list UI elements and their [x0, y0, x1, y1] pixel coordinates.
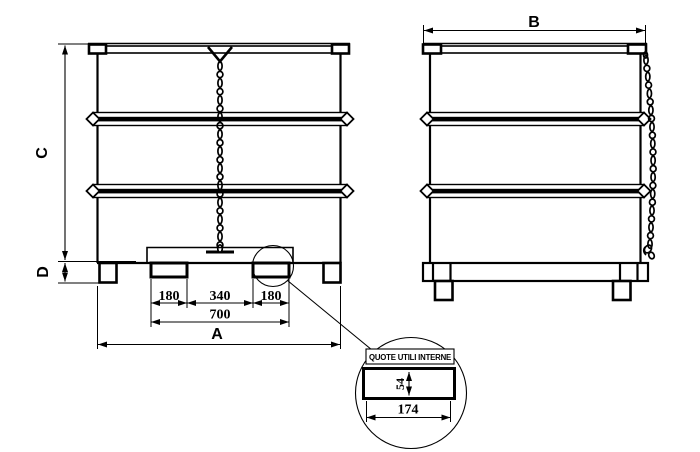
dim-a-label: A	[211, 326, 223, 343]
front-foot-left	[98, 261, 118, 284]
chain-side-attach	[642, 51, 649, 59]
dim-700: 700	[151, 308, 289, 325]
side-foot-right	[611, 279, 632, 302]
detail-balloon: QUOTE UTILI INTERNE 54 174	[354, 336, 468, 450]
detail-balloon-circle	[354, 336, 468, 450]
front-rim-cap-left	[87, 43, 108, 55]
front-foot-right	[322, 261, 342, 284]
dim-b-label: B	[528, 14, 540, 31]
dim-d: D	[35, 263, 104, 284]
dim-c-label: C	[34, 147, 51, 159]
dim-54: 54	[393, 372, 412, 396]
side-rib-lower	[419, 183, 652, 199]
detail-title: QUOTE UTILI INTERNE	[369, 353, 452, 362]
chain-front-end-hook	[206, 244, 234, 254]
detail-leader-line	[287, 280, 373, 351]
dim-b: B	[423, 14, 646, 43]
dim-between-pockets-value: 340	[210, 289, 231, 304]
dim-inner-height-value: 54	[393, 378, 407, 390]
dim-pockets-overall-value: 700	[210, 308, 231, 323]
side-rib-upper	[419, 111, 652, 127]
dim-174: 174	[366, 401, 451, 422]
side-view: B	[419, 14, 657, 302]
dim-pocket-right-value: 180	[261, 289, 282, 304]
chain-side	[643, 54, 657, 250]
dim-pockets: 180 340 180	[150, 279, 290, 327]
dim-c: C	[34, 43, 136, 262]
dim-d-label: D	[35, 266, 52, 278]
side-skid	[421, 261, 650, 302]
dim-inner-width-value: 174	[398, 403, 419, 418]
side-top-rim	[421, 42, 648, 55]
detail-title-box	[365, 348, 455, 365]
fork-pocket-right	[251, 261, 291, 279]
dim-pocket-left-value: 180	[159, 289, 180, 304]
side-foot-left	[433, 279, 454, 302]
chain-side-end-hook	[642, 244, 656, 260]
detail-reference-circle	[251, 244, 295, 288]
side-rim-cap-right	[626, 43, 648, 55]
front-top-rim	[87, 42, 351, 55]
dim-a: A	[97, 286, 341, 349]
side-rim-cap-left	[421, 43, 443, 55]
fork-pocket-left	[149, 261, 189, 279]
chain-front	[216, 60, 224, 249]
skid-frame	[146, 246, 294, 263]
front-view: C D 180 340 180 700	[34, 42, 373, 351]
front-rib-upper	[85, 111, 355, 127]
front-rim-cap-right	[330, 43, 351, 55]
